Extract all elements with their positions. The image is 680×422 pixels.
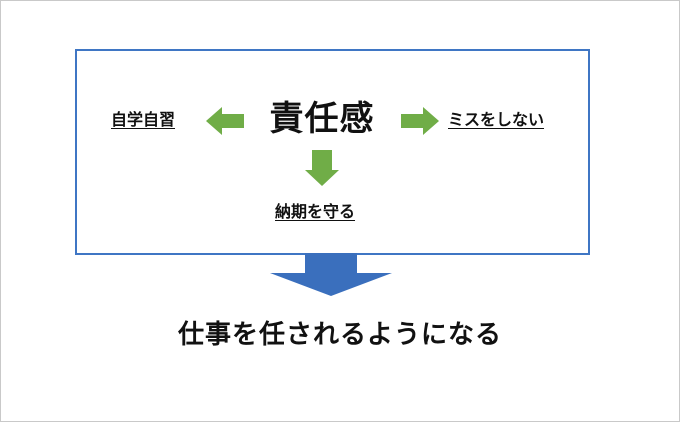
left-concept: 自学自習 [111,110,176,129]
arrow-left-icon [206,107,244,135]
arrow-right-icon [401,107,439,135]
result-text: 仕事を任されるようになる [177,320,502,350]
right-concept: ミスをしない [448,110,545,129]
center-concept: 責任感 [269,99,375,139]
big-arrow-down-icon [270,253,392,296]
bottom-concept: 納期を守る [275,202,356,221]
arrow-down-icon [305,150,339,186]
